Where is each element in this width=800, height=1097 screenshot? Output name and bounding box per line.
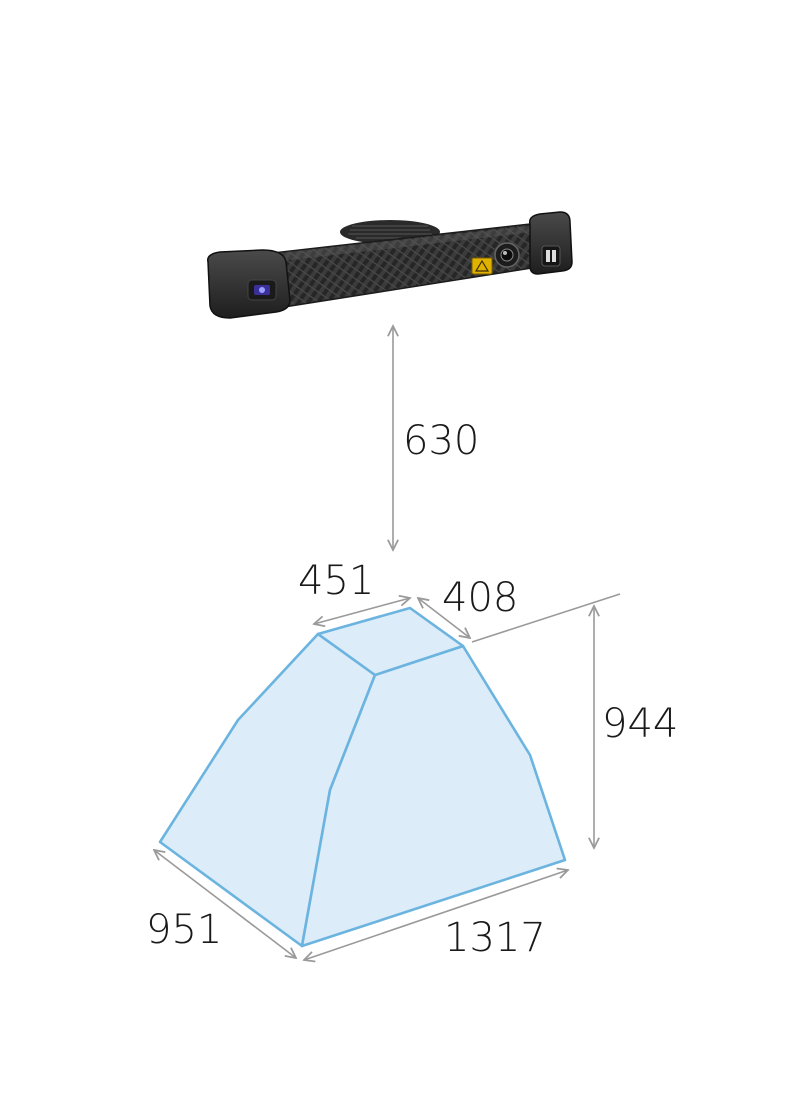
height-label: 944	[602, 701, 678, 747]
top-depth-dimension-line	[418, 598, 470, 638]
top-depth-label: 408	[442, 575, 518, 621]
height-extension-line	[471, 593, 621, 643]
scan-volume	[158, 606, 567, 948]
standoff-label: 630	[403, 418, 479, 464]
bottom-depth-label: 951	[146, 907, 222, 953]
bottom-depth-dimension-line	[154, 850, 296, 958]
top-width-label: 451	[298, 558, 374, 604]
bottom-width-label: 1317	[444, 915, 546, 961]
top-width-dimension-line	[314, 598, 410, 624]
bottom-width-dimension-line	[304, 870, 568, 960]
camera-scanner-icon	[207, 211, 573, 319]
